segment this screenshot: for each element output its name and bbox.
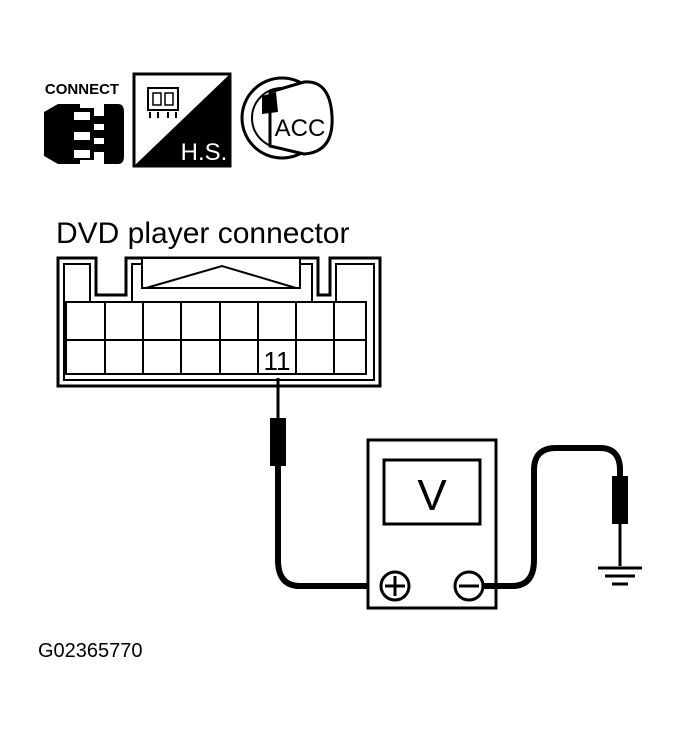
connect-icon: CONNECT bbox=[44, 81, 124, 164]
negative-test-probe bbox=[483, 445, 628, 589]
connect-label: CONNECT bbox=[45, 81, 119, 98]
connector-title: DVD player connector bbox=[56, 217, 349, 250]
terminal-11-label: 11 bbox=[264, 346, 291, 376]
figure-id: G02365770 bbox=[38, 640, 143, 662]
ground-symbol-icon bbox=[598, 566, 642, 586]
positive-terminal-icon bbox=[379, 570, 411, 602]
voltmeter-label: V bbox=[417, 471, 447, 520]
ignition-acc-icon: ACC bbox=[240, 76, 334, 160]
dvd-player-connector: 11 bbox=[56, 256, 382, 388]
acc-label: ACC bbox=[275, 115, 326, 142]
negative-terminal-icon bbox=[453, 570, 485, 602]
harness-switch-icon: H.S. bbox=[132, 72, 232, 168]
positive-test-probe bbox=[270, 378, 380, 589]
hs-label: H.S. bbox=[181, 139, 228, 166]
voltmeter: V bbox=[366, 438, 498, 610]
terminal-grid bbox=[65, 301, 367, 375]
